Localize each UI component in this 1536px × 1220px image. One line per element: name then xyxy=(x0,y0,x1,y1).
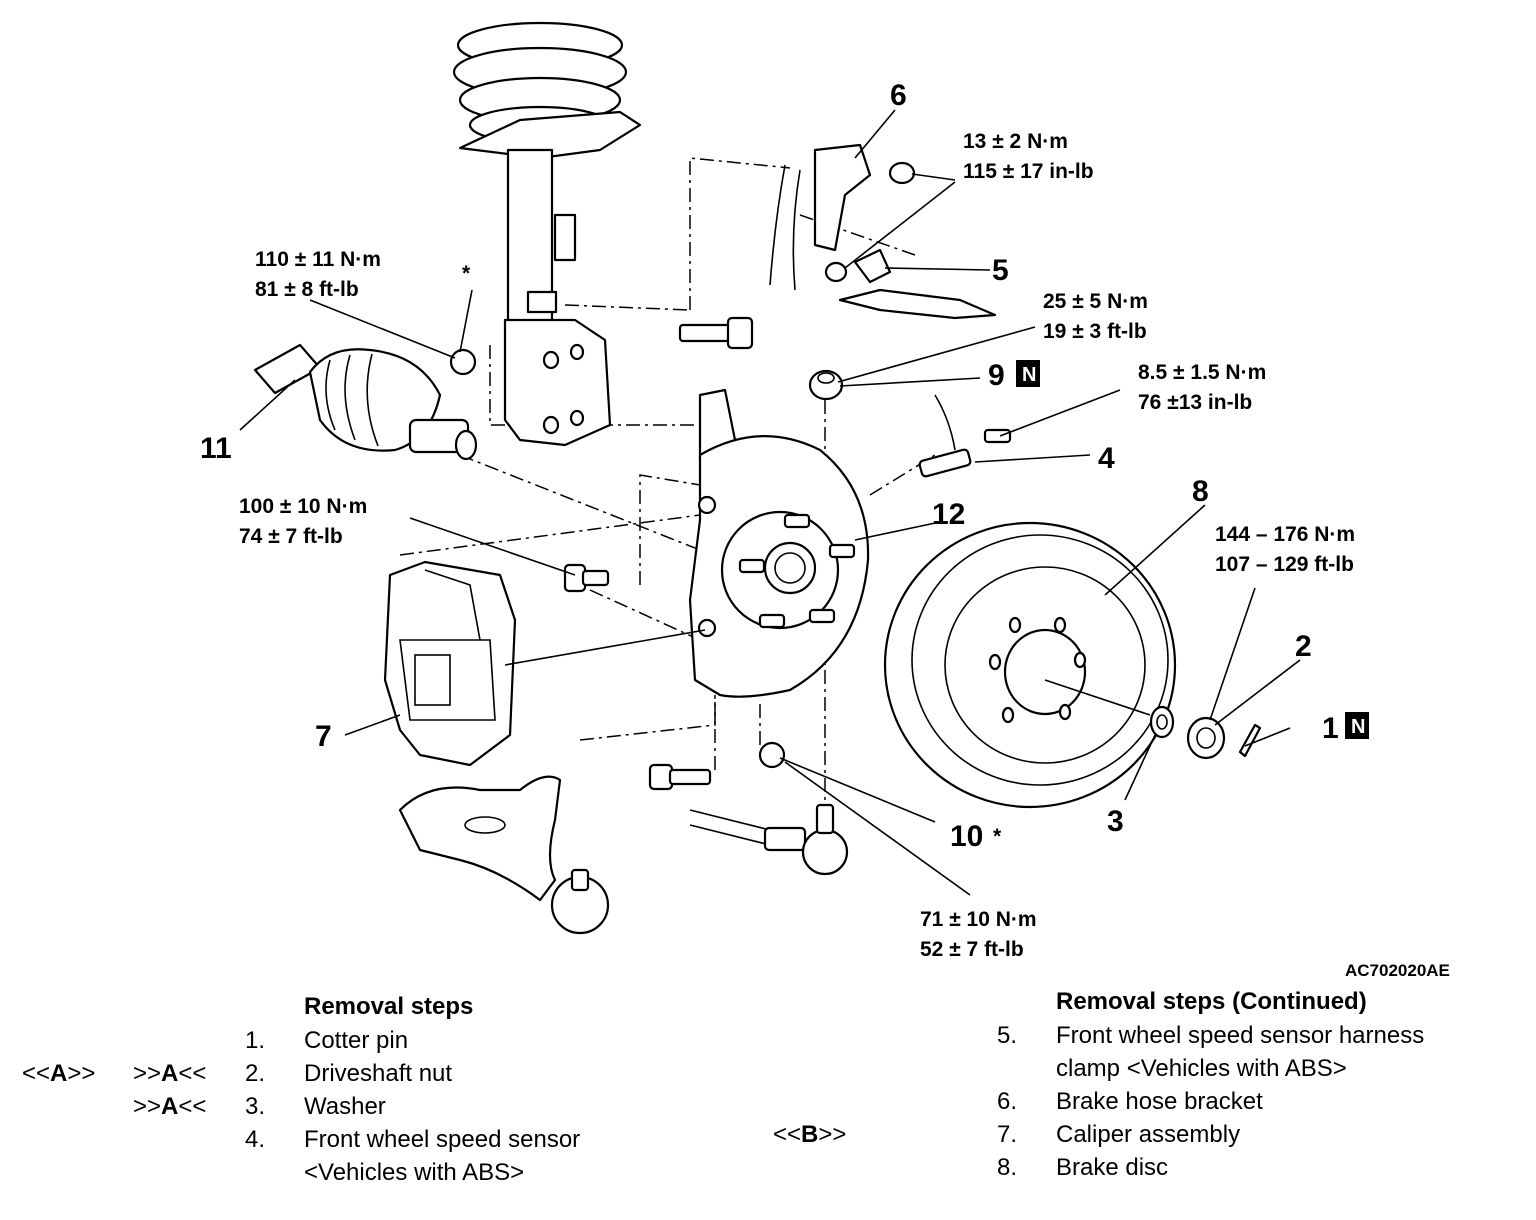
new-part-badge-1 xyxy=(1345,712,1369,739)
strut-nut xyxy=(449,348,477,376)
step-2-text: Driveshaft nut xyxy=(304,1060,453,1087)
torque-strut-imperial: 81 ± 8 ft-lb xyxy=(255,278,359,301)
step-5-number: 5. xyxy=(997,1022,1018,1049)
step-7-number: 7. xyxy=(997,1121,1018,1148)
step-8-text: Brake disc xyxy=(1056,1154,1169,1181)
torque-caliper-metric: 100 ± 10 N·m xyxy=(239,495,367,518)
leader-lines xyxy=(239,109,1301,896)
torque-2-imperial: 107 – 129 ft-lb xyxy=(1215,553,1354,576)
step-5-text: Front wheel speed sensor harness xyxy=(1056,1022,1425,1049)
new-part-badge-9 xyxy=(1016,360,1040,387)
torque-strut-metric: 110 ± 11 N·m xyxy=(255,248,381,271)
step-7-ref: <<B>> xyxy=(773,1121,847,1148)
step-5-text-cont: clamp <Vehicles with ABS> xyxy=(1056,1055,1347,1082)
exploded-view-diagram: 1 N 2 3 4 5 6 7 8 9 N 10 * 11 12 * 13 ± … xyxy=(200,21,1450,980)
knuckle-hub xyxy=(688,388,870,698)
torque-10-metric: 71 ± 10 N·m xyxy=(920,908,1037,931)
right-list-title: Removal steps (Continued) xyxy=(1056,988,1367,1015)
callout-5: 5 xyxy=(992,254,1009,287)
lower-arm xyxy=(398,775,610,935)
figure-code: AC702020AE xyxy=(1345,961,1450,980)
step-1-text: Cotter pin xyxy=(304,1027,409,1054)
step-1-number: 1. xyxy=(245,1027,266,1054)
torque-6-imperial: 115 ± 17 in-lb xyxy=(963,160,1094,183)
callouts: 1 N 2 3 4 5 6 7 8 9 N 10 * 11 12 * xyxy=(200,79,1369,853)
callout-11: 11 xyxy=(200,432,232,465)
step-2-ref-a: <<A>> xyxy=(22,1060,96,1087)
callout-6: 6 xyxy=(890,79,907,112)
torque-caliper-imperial: 74 ± 7 ft-lb xyxy=(239,525,343,548)
torque-4-imperial: 76 ±13 in-lb xyxy=(1138,391,1252,414)
callout-1: 1 xyxy=(1322,712,1339,745)
nut-9 xyxy=(808,369,844,401)
step-2-ref-b: >>A<< xyxy=(133,1060,207,1087)
callout-2: 2 xyxy=(1295,630,1312,663)
callout-8: 8 xyxy=(1192,475,1209,508)
torque-4-metric: 8.5 ± 1.5 N·m xyxy=(1138,361,1266,384)
brake-hose-bracket xyxy=(769,143,916,291)
callout-7: 7 xyxy=(315,720,332,753)
callout-3: 3 xyxy=(1107,805,1124,838)
strut-nut-asterisk: * xyxy=(462,262,471,285)
speed-sensor xyxy=(918,394,1012,478)
step-8-number: 8. xyxy=(997,1154,1018,1181)
step-4-text: Front wheel speed sensor xyxy=(304,1126,581,1153)
caliper xyxy=(383,560,517,767)
driveshaft-nut xyxy=(1186,716,1226,760)
washer xyxy=(1149,705,1175,739)
brake-disc xyxy=(883,521,1177,809)
torque-specs: 13 ± 2 N·m 115 ± 17 in-lb 110 ± 11 N·m 8… xyxy=(239,130,1450,980)
tie-rod-end xyxy=(689,803,849,876)
torque-9-metric: 25 ± 5 N·m xyxy=(1043,290,1148,313)
step-3-ref-b: >>A<< xyxy=(133,1093,207,1120)
new-badge-9-label: N xyxy=(1022,364,1036,386)
cotter-pin xyxy=(1238,723,1262,758)
step-2-number: 2. xyxy=(245,1060,266,1087)
lower-bolt xyxy=(648,763,712,791)
driveshaft xyxy=(253,343,478,461)
torque-10-imperial: 52 ± 7 ft-lb xyxy=(920,938,1024,961)
step-4-number: 4. xyxy=(245,1126,266,1153)
torque-2-metric: 144 – 176 N·m xyxy=(1215,523,1355,546)
torque-9-imperial: 19 ± 3 ft-lb xyxy=(1043,320,1147,343)
step-4-text-cont: <Vehicles with ABS> xyxy=(304,1159,525,1186)
step-3-number: 3. xyxy=(245,1093,266,1120)
harness-clamp xyxy=(838,248,997,320)
callout-4: 4 xyxy=(1098,442,1115,475)
callout-10-asterisk: * xyxy=(993,825,1002,848)
strut-assembly xyxy=(452,21,642,447)
step-6-text: Brake hose bracket xyxy=(1056,1088,1263,1115)
torque-6-metric: 13 ± 2 N·m xyxy=(963,130,1068,153)
new-badge-1-label: N xyxy=(1351,716,1365,738)
nut-10 xyxy=(758,741,786,769)
step-3-text: Washer xyxy=(304,1093,386,1120)
strut-mount-bolt xyxy=(678,316,754,350)
caliper-bolt xyxy=(563,563,610,593)
callout-12: 12 xyxy=(932,498,965,531)
step-6-number: 6. xyxy=(997,1088,1018,1115)
callout-9: 9 xyxy=(988,359,1005,392)
step-7-text: Caliper assembly xyxy=(1056,1121,1241,1148)
left-list-title: Removal steps xyxy=(304,993,474,1020)
callout-10: 10 xyxy=(950,820,983,853)
